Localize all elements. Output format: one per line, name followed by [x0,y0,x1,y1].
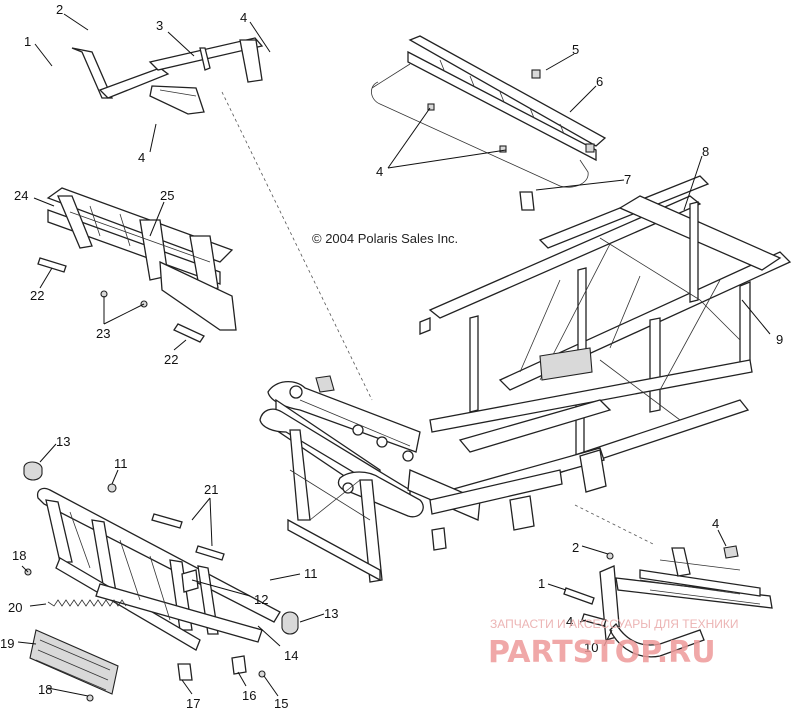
callout-1-step: 1 [538,576,545,591]
callout-13-right: 13 [324,606,338,621]
callout-2-top: 2 [56,2,63,17]
leader-lines [17,13,771,697]
callout-17: 17 [186,696,200,709]
watermark: ЗАПЧАСТИ И АКСЕССУАРЫ ДЛЯ ТЕХНИКИ PARTST… [488,617,739,670]
callout-25: 25 [160,188,174,203]
callout-9: 9 [776,332,783,347]
callout-4-step: 4 [712,516,719,531]
callout-15: 15 [274,696,288,709]
callout-3: 3 [156,18,163,33]
callout-6: 6 [596,74,603,89]
callout-4-top: 4 [240,10,247,25]
callout-18-upper: 18 [12,548,26,563]
callout-5: 5 [572,42,579,57]
left-subframe-part [37,187,237,343]
callout-19: 19 [0,636,14,651]
callout-7: 7 [624,172,631,187]
callout-10: 10 [584,640,598,655]
callout-1-top: 1 [24,34,31,49]
callout-11-left: 11 [114,456,128,471]
callout-22-upper: 22 [30,288,44,303]
callout-4-step-lower: 4 [566,614,573,629]
callout-24: 24 [14,188,28,203]
alignment-lines [221,91,656,546]
callout-13-left: 13 [56,434,70,449]
watermark-subtitle: ЗАПЧАСТИ И АКСЕССУАРЫ ДЛЯ ТЕХНИКИ [490,617,739,631]
bumper-hardware-part [23,461,299,635]
callout-12: 12 [254,592,268,607]
callout-labels: 1 2 3 4 4 4 5 6 7 8 9 24 25 22 23 22 13 … [0,2,783,709]
callout-20: 20 [8,600,22,615]
watermark-brand: PARTSTOP.RU [488,635,716,670]
step-bracket-part [563,545,773,658]
callout-4-bracket: 4 [138,150,145,165]
small-clips-part [177,655,266,681]
rack-frame-part [371,35,607,211]
callout-14: 14 [284,648,298,663]
callout-18-lower: 18 [38,682,52,697]
callout-16: 16 [242,688,256,703]
copyright-note: © 2004 Polaris Sales Inc. [312,231,458,246]
callout-2-step: 2 [572,540,579,555]
callout-11-right: 11 [304,566,318,581]
main-frame-part [259,175,792,583]
callout-21: 21 [204,482,218,497]
upper-bracket-part [71,37,264,115]
callout-8: 8 [702,144,709,159]
callout-4-rack: 4 [376,164,383,179]
callout-22-lower: 22 [164,352,178,367]
callout-23: 23 [96,326,110,341]
